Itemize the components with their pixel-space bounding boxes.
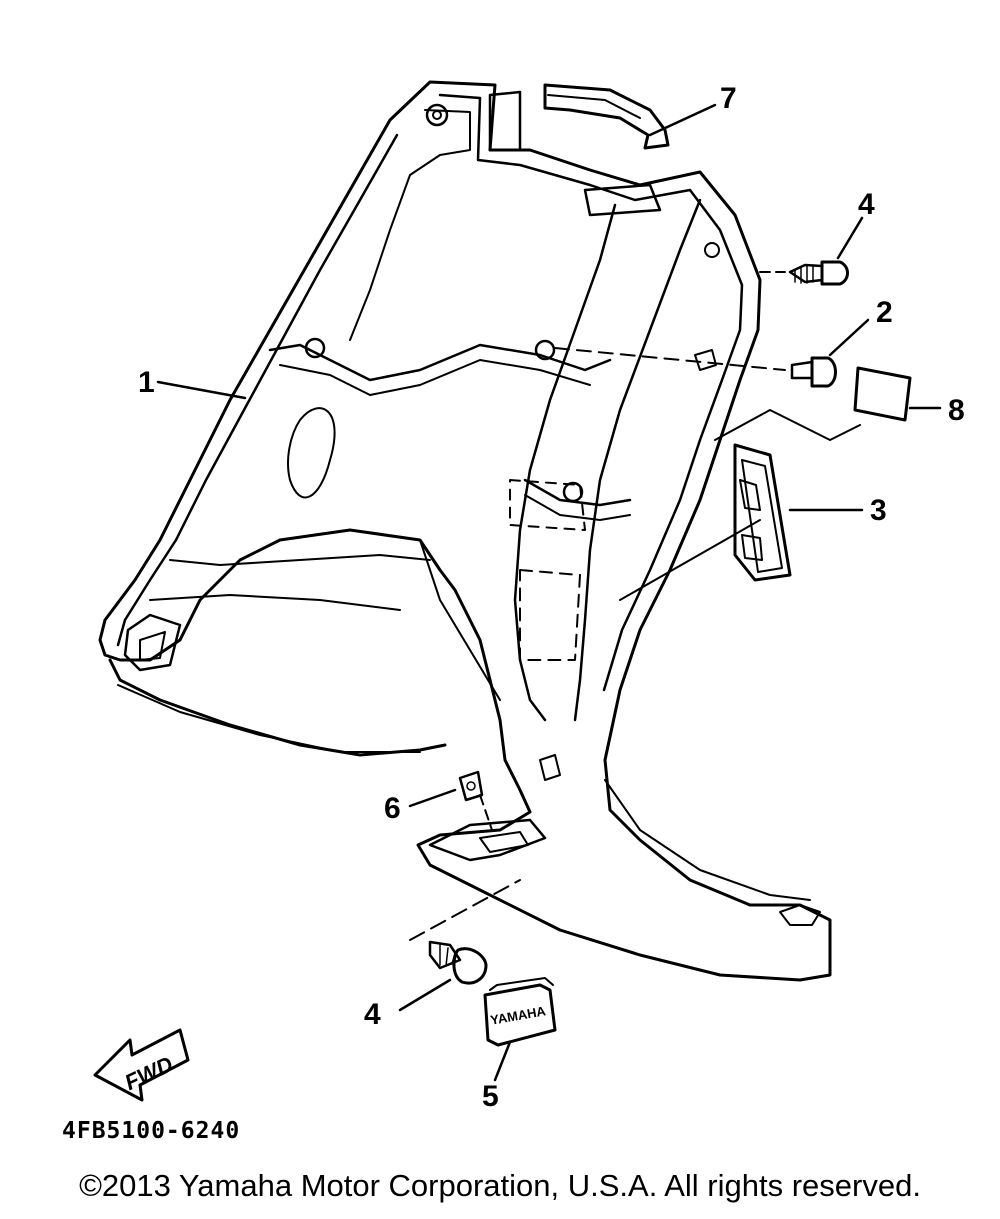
callout-4-upper: 4 [858, 188, 875, 221]
callout-5: 5 [482, 1080, 499, 1113]
forward-arrow-icon [93, 1028, 190, 1102]
callout-8: 8 [948, 394, 965, 427]
callout-4-lower: 4 [364, 998, 381, 1031]
clip-nut [408, 770, 493, 831]
screw-lower [398, 879, 521, 1012]
emblem-text: YAMAHA [489, 1003, 547, 1028]
rivet [554, 347, 837, 388]
callout-6: 6 [384, 792, 401, 825]
fwd-label: FWD [121, 1051, 177, 1095]
inner-lid [619, 443, 864, 601]
screw-upper [759, 260, 849, 286]
callout-2: 2 [876, 296, 893, 329]
emblem [483, 977, 557, 1082]
callout-3: 3 [870, 494, 887, 527]
callout-1: 1 [138, 366, 155, 399]
copyright-notice: ©2013 Yamaha Motor Corporation, U.S.A. A… [79, 1168, 921, 1203]
part-number: 4FB5100-6240 [62, 1118, 241, 1144]
label-pad [853, 366, 942, 422]
leg-shield-body [98, 80, 832, 982]
callout-7: 7 [720, 82, 737, 115]
top-trim-piece [488, 83, 670, 217]
